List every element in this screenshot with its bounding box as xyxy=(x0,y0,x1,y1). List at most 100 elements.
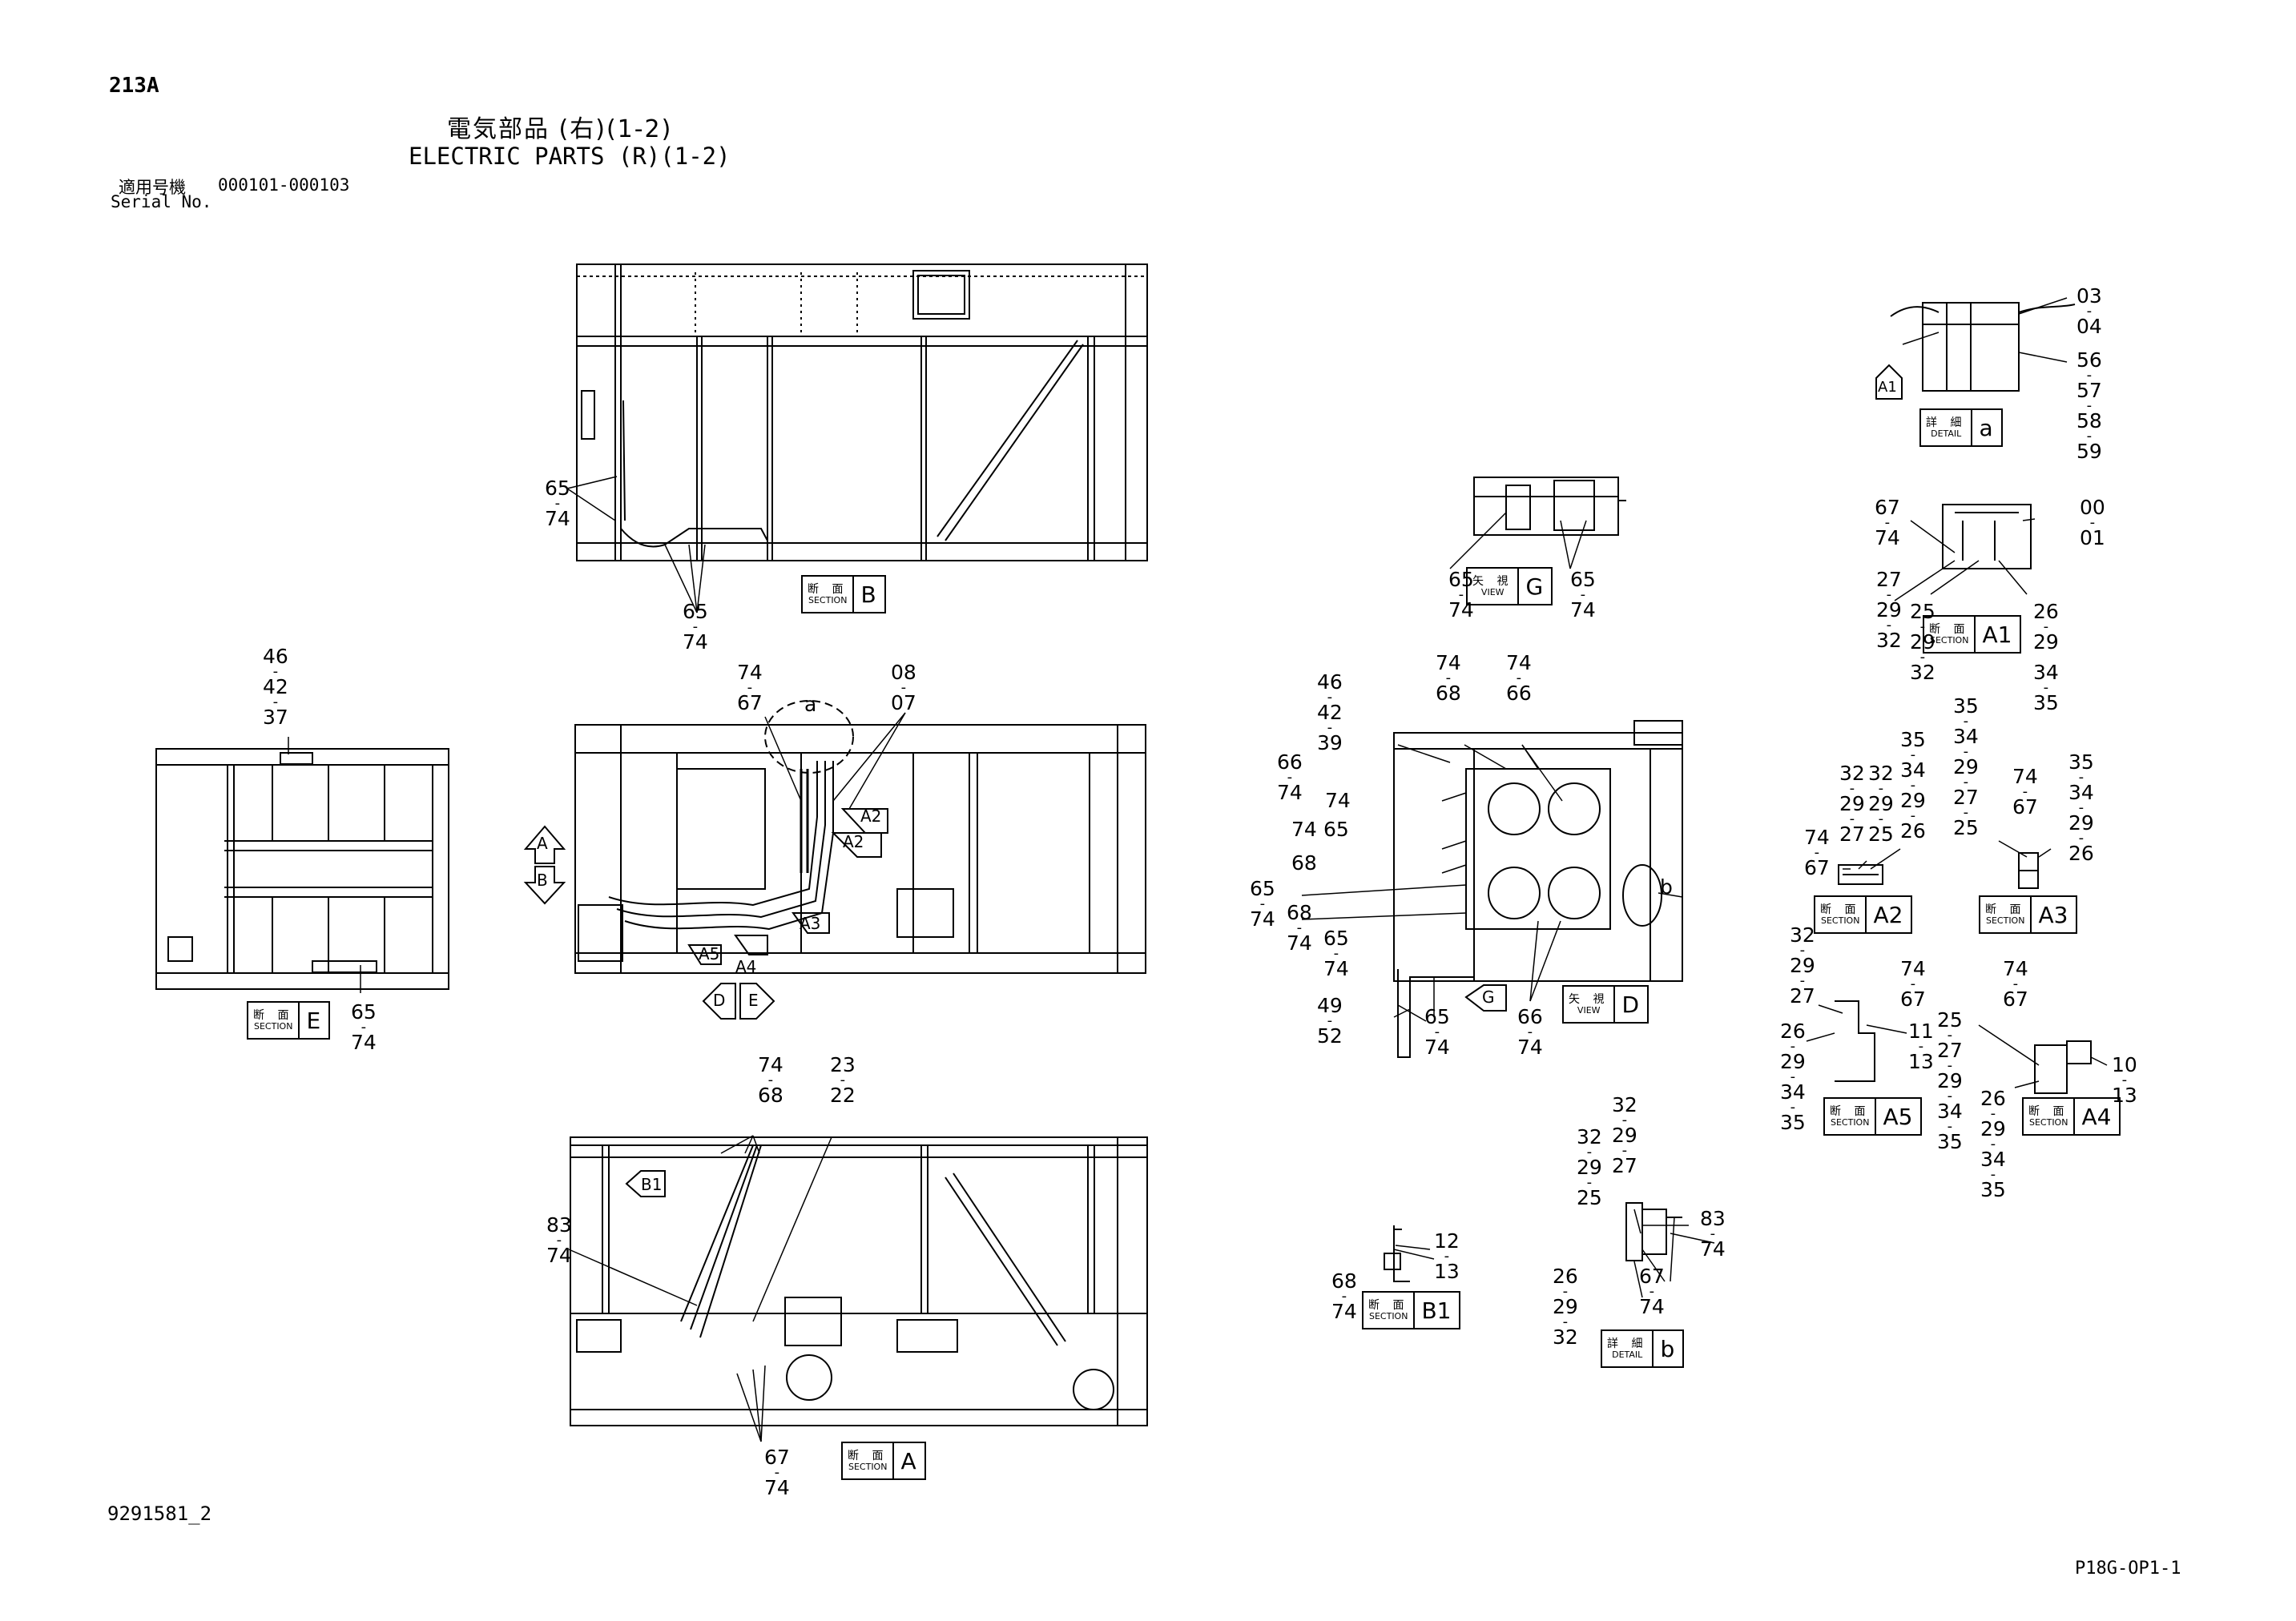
part-number: 65 xyxy=(1323,927,1349,950)
section-a4-drawing xyxy=(2034,1040,2092,1094)
part-number: 27 xyxy=(1839,823,1865,846)
tag-label: SECTION xyxy=(1368,1311,1408,1321)
callout-group: 12-13 xyxy=(1434,1229,1460,1283)
part-number: 12 xyxy=(1434,1229,1460,1253)
tag-kanji: 矢 視 xyxy=(1569,993,1609,1006)
callout-group: 35-34-29-26 xyxy=(2068,750,2094,865)
part-number: 29 xyxy=(1900,789,1926,812)
arrow-label-a: A xyxy=(537,834,548,853)
tag-letter: b xyxy=(1660,1335,1675,1362)
tag-label: DETAIL xyxy=(1931,428,1962,439)
callout-group: 66-74 xyxy=(1277,750,1303,804)
arrow-label-b: B xyxy=(537,871,548,890)
part-number: 34 xyxy=(2068,781,2094,804)
arrow-label-a5: A5 xyxy=(699,944,720,963)
callout-group: 35-34-29-27-25 xyxy=(1953,694,1979,839)
part-number: 34 xyxy=(1937,1100,1963,1123)
part-number: 74 xyxy=(1517,1036,1543,1059)
section-b-drawing xyxy=(576,263,1148,561)
part-number: 66 xyxy=(1517,1005,1543,1028)
tag-label: SECTION xyxy=(1820,915,1860,926)
part-number: 26 xyxy=(2033,600,2059,623)
tag-letter: A xyxy=(900,1447,916,1474)
part-number: 66 xyxy=(1277,750,1303,774)
detail-a-marker: a xyxy=(804,693,817,716)
callout-group: 26-29-34-35 xyxy=(1780,1020,1806,1134)
callout-group: 67-74 xyxy=(1639,1265,1665,1318)
part-number: 26 xyxy=(1980,1087,2006,1110)
part-number: 74 xyxy=(545,507,570,530)
part-number: 29 xyxy=(2033,630,2059,654)
part-number: 26 xyxy=(2068,842,2094,865)
part-number: 67 xyxy=(764,1446,790,1469)
part-number: 29 xyxy=(1553,1295,1578,1318)
tag-letter: A3 xyxy=(2038,901,2068,928)
tag-kanji: 詳 細 xyxy=(1607,1337,1648,1350)
tag-letter: D xyxy=(1621,991,1640,1018)
part-number: 67 xyxy=(1900,987,1926,1011)
part-number: 08 xyxy=(891,661,916,684)
section-e-drawing xyxy=(155,748,449,990)
callout-group: 83-74 xyxy=(1700,1207,1726,1261)
part-number: 29 xyxy=(1612,1124,1637,1147)
part-number: 25 xyxy=(1953,816,1979,839)
part-number: 26 xyxy=(1780,1020,1806,1043)
callout-group: 66-74 xyxy=(1517,1005,1543,1059)
detail-a-drawing xyxy=(1890,302,2076,392)
callout-group: 26-29-34-35 xyxy=(1980,1087,2006,1201)
part-number: 25 xyxy=(1910,600,1935,623)
tag-label: SECTION xyxy=(808,595,848,605)
part-number: 29 xyxy=(2068,811,2094,835)
section-a1-drawing xyxy=(1942,504,2032,569)
tag-label: DETAIL xyxy=(1612,1349,1643,1360)
callout-group: 11-13 xyxy=(1908,1020,1934,1073)
leader-lines xyxy=(288,297,2108,1442)
part-number: 32 xyxy=(1612,1093,1637,1116)
part-number: 32 xyxy=(1577,1125,1602,1148)
part-number: 74 xyxy=(1323,957,1349,980)
part-number: 74 xyxy=(1424,1036,1450,1059)
part-number: 29 xyxy=(1980,1117,2006,1140)
part-number: 00 xyxy=(2080,496,2105,519)
part-number: 13 xyxy=(1434,1260,1460,1283)
tag-letter: a xyxy=(1979,414,1993,441)
callout-group: 83-74 xyxy=(546,1213,572,1267)
part-number: 27 xyxy=(1790,984,1815,1008)
part-number: 29 xyxy=(1780,1050,1806,1073)
part-number: 11 xyxy=(1908,1020,1934,1043)
part-number: 74 xyxy=(1506,651,1532,674)
part-number: 27 xyxy=(1953,786,1979,809)
callout-group: 65-74 xyxy=(1448,568,1474,621)
callout-group: 35-34-29-26 xyxy=(1900,728,1926,843)
part-number: 74 xyxy=(1875,526,1900,549)
part-number: 42 xyxy=(1317,701,1343,724)
callout-group: 46-42-39 xyxy=(1317,670,1343,754)
part-number: 35 xyxy=(1780,1111,1806,1134)
part-number: 66 xyxy=(1506,682,1532,705)
callout-group: 32-29-27 xyxy=(1612,1093,1637,1177)
part-number: 29 xyxy=(1577,1156,1602,1179)
part-number: 74 xyxy=(1331,1300,1357,1323)
part-number: 35 xyxy=(2033,691,2059,714)
part-number: 32 xyxy=(1876,629,1902,652)
part-number: 74 xyxy=(683,630,708,654)
part-number: 32 xyxy=(1839,762,1865,785)
part-number: 34 xyxy=(1780,1080,1806,1104)
part-number: 27 xyxy=(1876,568,1902,591)
part-number: 65 xyxy=(351,1000,377,1024)
arrow-label-e: E xyxy=(748,991,759,1010)
part-number: 35 xyxy=(1900,728,1926,751)
part-number: 67 xyxy=(1875,496,1900,519)
callout-group: 10-13 xyxy=(2112,1053,2137,1107)
